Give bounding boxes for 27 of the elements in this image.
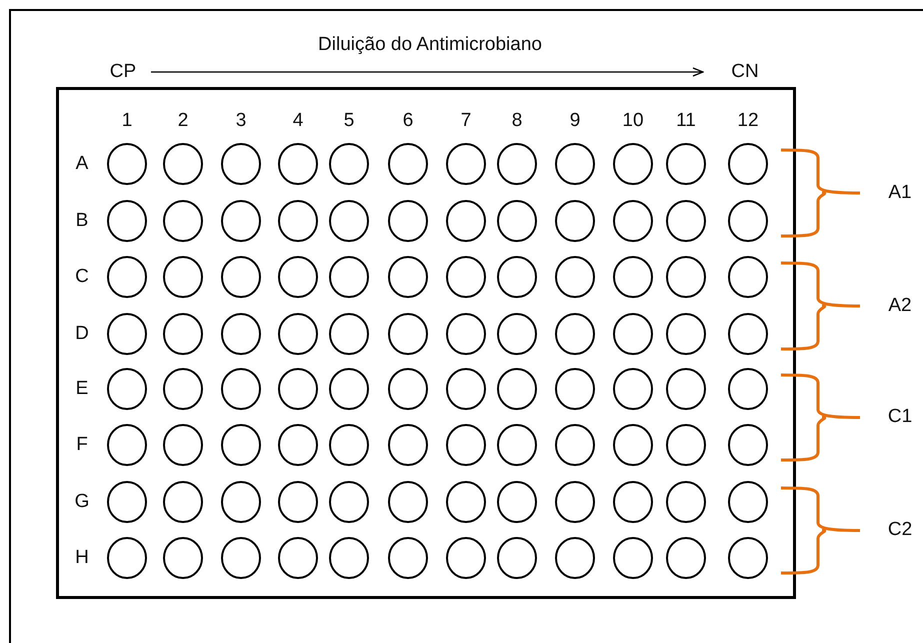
column-number: 12	[737, 110, 759, 132]
arrow	[151, 67, 704, 77]
row-letter: C	[75, 266, 89, 288]
column-number: 9	[570, 110, 580, 132]
column-number: 4	[292, 110, 304, 132]
column-number: 5	[344, 110, 354, 132]
control-label: CP	[110, 61, 136, 83]
group-label: A2	[888, 294, 912, 316]
row-letter: E	[76, 378, 88, 400]
row-letter: A	[76, 153, 88, 175]
column-number: 6	[402, 110, 414, 132]
row-letter: D	[75, 323, 89, 345]
column-number: 8	[512, 110, 522, 132]
column-number: 7	[460, 110, 472, 132]
group-label: C2	[888, 519, 912, 541]
column-number: 2	[178, 110, 188, 132]
row-letter: B	[76, 210, 88, 232]
column-number: 3	[236, 110, 246, 132]
column-number: 11	[676, 110, 696, 132]
group-label: C1	[888, 406, 912, 428]
column-number: 1	[122, 110, 132, 132]
row-letter: H	[75, 547, 89, 569]
row-letter: G	[74, 491, 90, 513]
group-label: A1	[888, 182, 912, 204]
column-number: 10	[622, 110, 644, 132]
row-letter: F	[76, 434, 88, 456]
control-label: CN	[731, 61, 759, 83]
